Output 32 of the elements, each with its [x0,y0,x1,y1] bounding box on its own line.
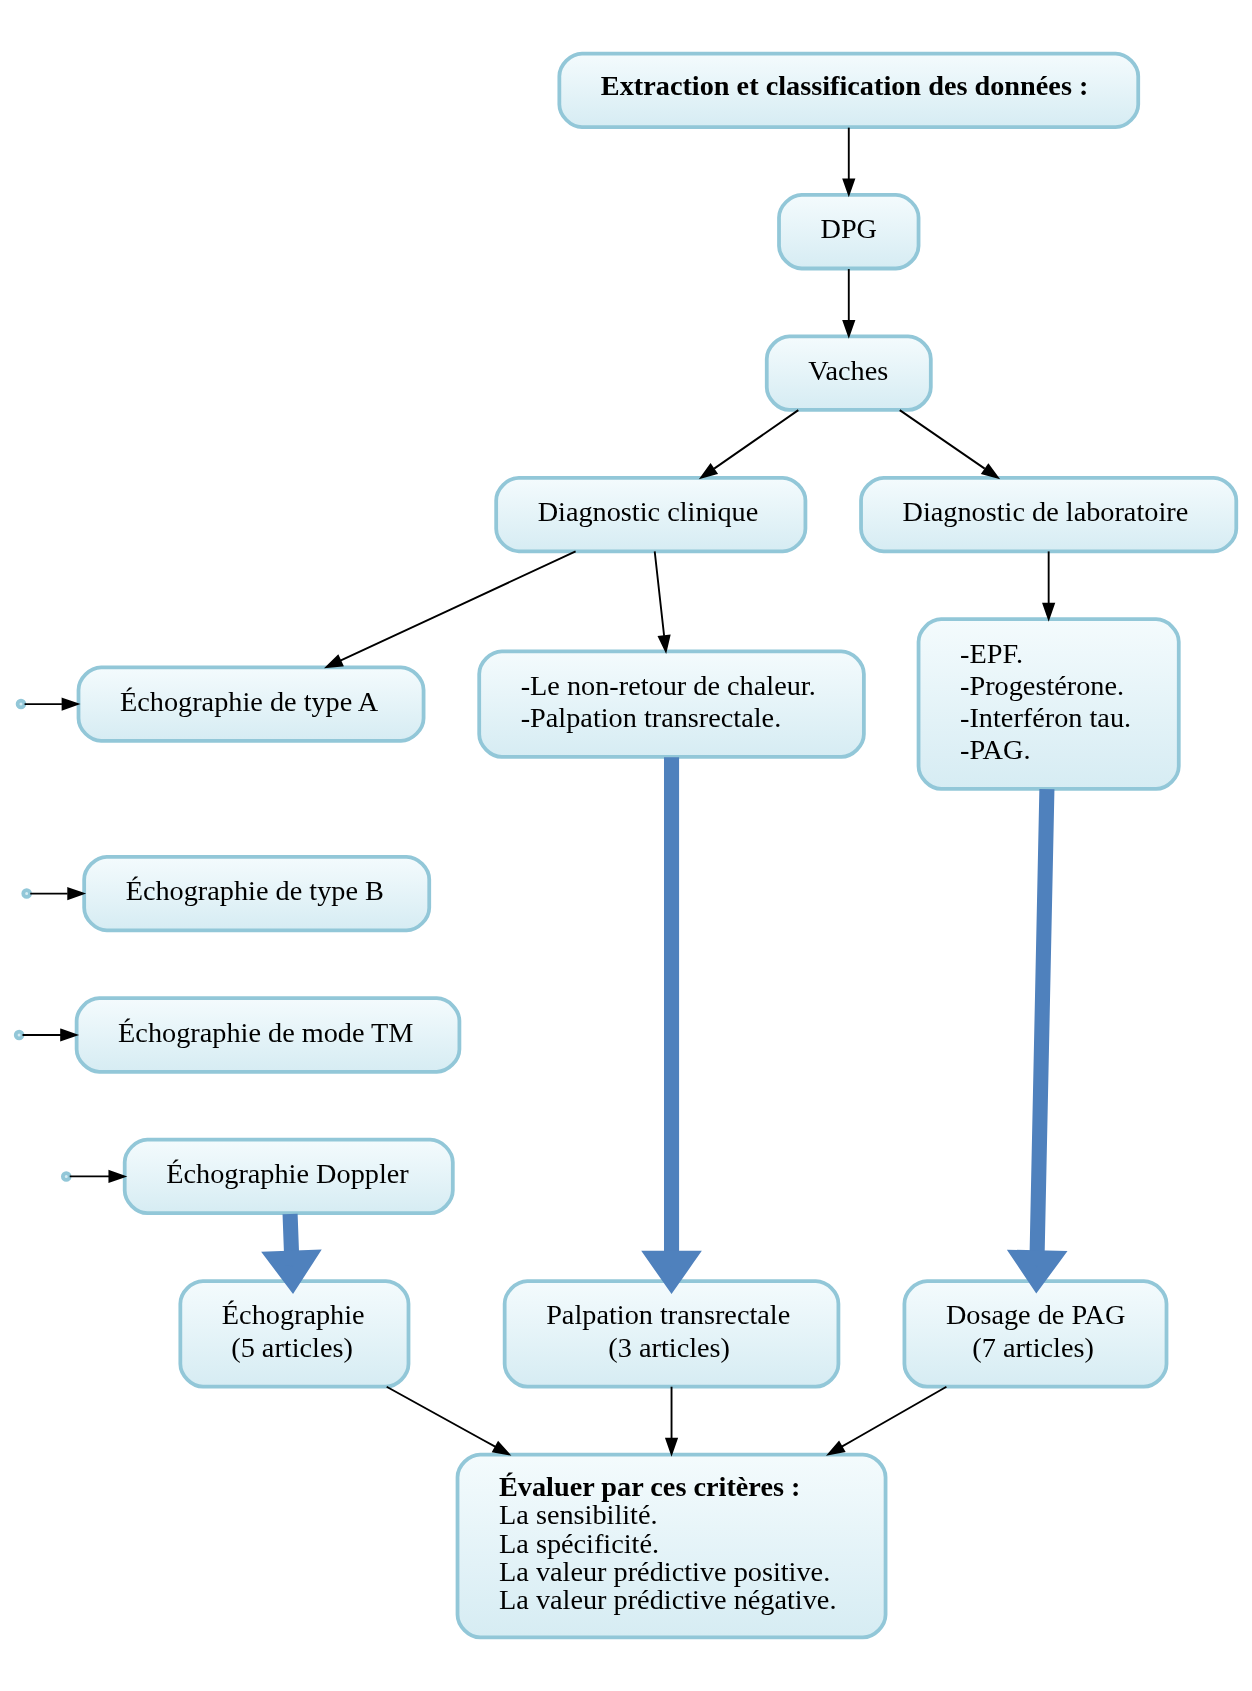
arrow [324,550,577,669]
node-box: Dosage de PAG (7 articles) [902,1279,1169,1389]
arrow [641,757,702,1295]
arrow [261,1213,322,1294]
node-box: Échographie de mode TM [74,996,462,1074]
arrow [23,697,81,711]
arrow [826,1385,948,1456]
node-box: Échographie de type B [82,854,432,933]
node-box: Échographie de type A [76,665,426,743]
arrow [842,268,856,339]
node-box: Palpation transrectale (3 articles) [502,1279,841,1389]
node-box: Extraction et classification des données : [557,51,1141,129]
arrow [1042,550,1056,622]
arrow [898,409,1001,480]
node-box: Échographie Doppler [122,1137,455,1216]
node-box: Échographie (5 articles) [178,1279,411,1389]
node-box: DPG [777,193,921,271]
node-box: Évaluer par ces critères : La sensibilité. La spécificité. La valeur prédictive positive. La valeur prédictive négative. [455,1452,888,1640]
node-box: -EPF. -Progestérone. -Interféron tau. -PAG. [916,617,1181,791]
node-box: -Le non-retour de chaleur. -Palpation transrectale. [477,649,866,759]
node-box: Vaches [764,334,933,412]
arrow [664,1385,679,1457]
arrow [698,409,800,480]
node-box: Diagnostic clinique [494,475,808,554]
arrow [29,886,87,901]
arrow [385,1385,512,1456]
arrow [842,126,856,198]
arrow [653,550,671,655]
arrow [68,1169,128,1184]
arrow [21,1028,80,1042]
node-box: Diagnostic de laboratoire [859,475,1239,554]
arrow [1006,788,1068,1294]
